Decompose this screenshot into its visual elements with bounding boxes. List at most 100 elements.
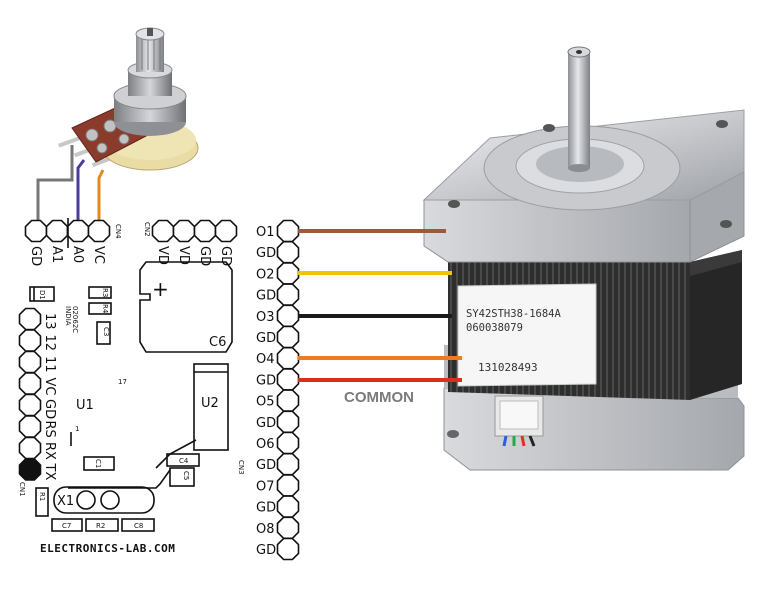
- motor-model: SY42STH38-1684A: [466, 308, 562, 320]
- output-pin: [276, 516, 300, 540]
- capacitor-c5: [169, 467, 195, 487]
- pin-label-rx: RX: [42, 442, 57, 460]
- pin-label-gd: GD: [28, 246, 43, 266]
- output-pin-label: GD: [256, 416, 276, 431]
- header-cn4: [24, 219, 111, 243]
- capacitor-c4: [166, 453, 200, 467]
- pot-wire-gd: [36, 145, 74, 226]
- output-pin-label: O8: [256, 522, 275, 537]
- pin17-mark: 17: [118, 378, 127, 386]
- header-pin: [18, 393, 42, 417]
- output-pin-label: O3: [256, 310, 275, 325]
- controller-board: [18, 218, 300, 561]
- output-pin: [276, 495, 300, 518]
- header-pin: [172, 219, 196, 243]
- pin-label-gd: GD: [197, 246, 212, 266]
- header-pin: [24, 219, 48, 243]
- output-pin-label: O1: [256, 225, 275, 240]
- resistor-r3: [88, 286, 112, 299]
- header-cn3: [276, 219, 300, 561]
- cn1-label: CN1: [18, 482, 26, 497]
- capacitor-c6: [139, 261, 233, 353]
- output-pin: [276, 389, 300, 412]
- ic-code: 02062C: [71, 306, 79, 333]
- pin-label-vc: VC: [42, 378, 57, 396]
- output-pin-label: GD: [256, 331, 276, 346]
- capacitor-c3: [96, 321, 111, 345]
- potentiometer: [36, 27, 199, 226]
- output-pin: [276, 262, 300, 285]
- ic-country: INDIA: [64, 306, 72, 326]
- output-pin-label: GD: [256, 373, 276, 388]
- c8-label: C8: [134, 522, 143, 530]
- output-pin: [276, 368, 300, 391]
- pin-label-vd: VD: [176, 246, 191, 265]
- header-pin: [18, 436, 42, 460]
- regulator-u2: [193, 363, 229, 451]
- resistor-r1: [35, 487, 49, 517]
- r2-label: R2: [96, 522, 105, 530]
- header-pin: [193, 219, 217, 243]
- common-label: COMMON: [344, 389, 414, 406]
- resistor-r4: [88, 302, 112, 315]
- capacitor-c8: [121, 518, 155, 532]
- output-pin-label: GD: [256, 289, 276, 304]
- output-pin-label: GD: [256, 501, 276, 516]
- pcb-labels: + C6 U2 U1 1 17 X1 ELECTRONICS-LAB.COM C…: [18, 222, 245, 555]
- website-label: ELECTRONICS-LAB.COM: [40, 542, 175, 555]
- motor-shaft: [568, 52, 590, 168]
- x1-label: X1: [57, 494, 74, 509]
- u2-label: U2: [201, 396, 219, 411]
- stepper-motor: SY42STH38-1684A 060038079 131028493: [422, 46, 745, 471]
- resistor-r2: [85, 518, 119, 532]
- pot-wire-vc: [97, 169, 105, 226]
- output-pin: [276, 325, 300, 349]
- pin-label-gd: GD: [42, 399, 57, 419]
- pin-label-gd: GD: [218, 246, 233, 266]
- motor-line2: 060038079: [466, 322, 523, 334]
- header-pin: [87, 219, 111, 243]
- c1-label: C1: [94, 459, 102, 468]
- pin-label-vc: VC: [91, 246, 106, 264]
- output-pin: [276, 431, 300, 455]
- motor-line3: 131028493: [478, 361, 538, 374]
- header-pin: [18, 372, 42, 395]
- plus-sign: +: [152, 277, 169, 301]
- header-pin: [18, 307, 42, 331]
- pin-label-tx: TX: [42, 463, 57, 481]
- output-pin-label: O5: [256, 395, 275, 410]
- c7-label: C7: [62, 522, 71, 530]
- output-pin: [276, 219, 300, 243]
- crystal-x1: [53, 486, 155, 514]
- c5-label: C5: [182, 471, 190, 480]
- pin-label-a1: A1: [49, 246, 64, 263]
- cn3-label: CN3: [237, 460, 245, 475]
- c3-label: C3: [102, 327, 110, 336]
- capacitor-c1: [83, 456, 115, 471]
- header-cn1: [18, 307, 42, 481]
- pin1-mark: 1: [75, 425, 79, 433]
- output-pin: [276, 537, 300, 561]
- d1-label: D1: [38, 290, 46, 300]
- capacitor-c7: [51, 518, 83, 532]
- header-pin: [18, 415, 42, 438]
- output-pin-label: GD: [256, 246, 276, 261]
- cn4-label: CN4: [114, 224, 122, 239]
- header-pin: [18, 350, 42, 374]
- output-pin: [276, 474, 300, 497]
- pin-label-11: 11: [42, 356, 57, 373]
- header-pin: [66, 219, 90, 243]
- motor-label: [457, 283, 597, 387]
- output-pin: [276, 410, 300, 434]
- pin-label-12: 12: [42, 335, 57, 352]
- output-pin: [276, 346, 300, 370]
- header-pin: [18, 458, 42, 481]
- header-pin: [214, 219, 238, 243]
- c4-label: C4: [179, 457, 189, 465]
- header-pin: [18, 329, 42, 352]
- pin-label-13: 13: [42, 313, 57, 330]
- output-pin: [276, 240, 300, 264]
- output-pin-label: O2: [256, 267, 275, 282]
- output-pin-label: GD: [256, 458, 276, 473]
